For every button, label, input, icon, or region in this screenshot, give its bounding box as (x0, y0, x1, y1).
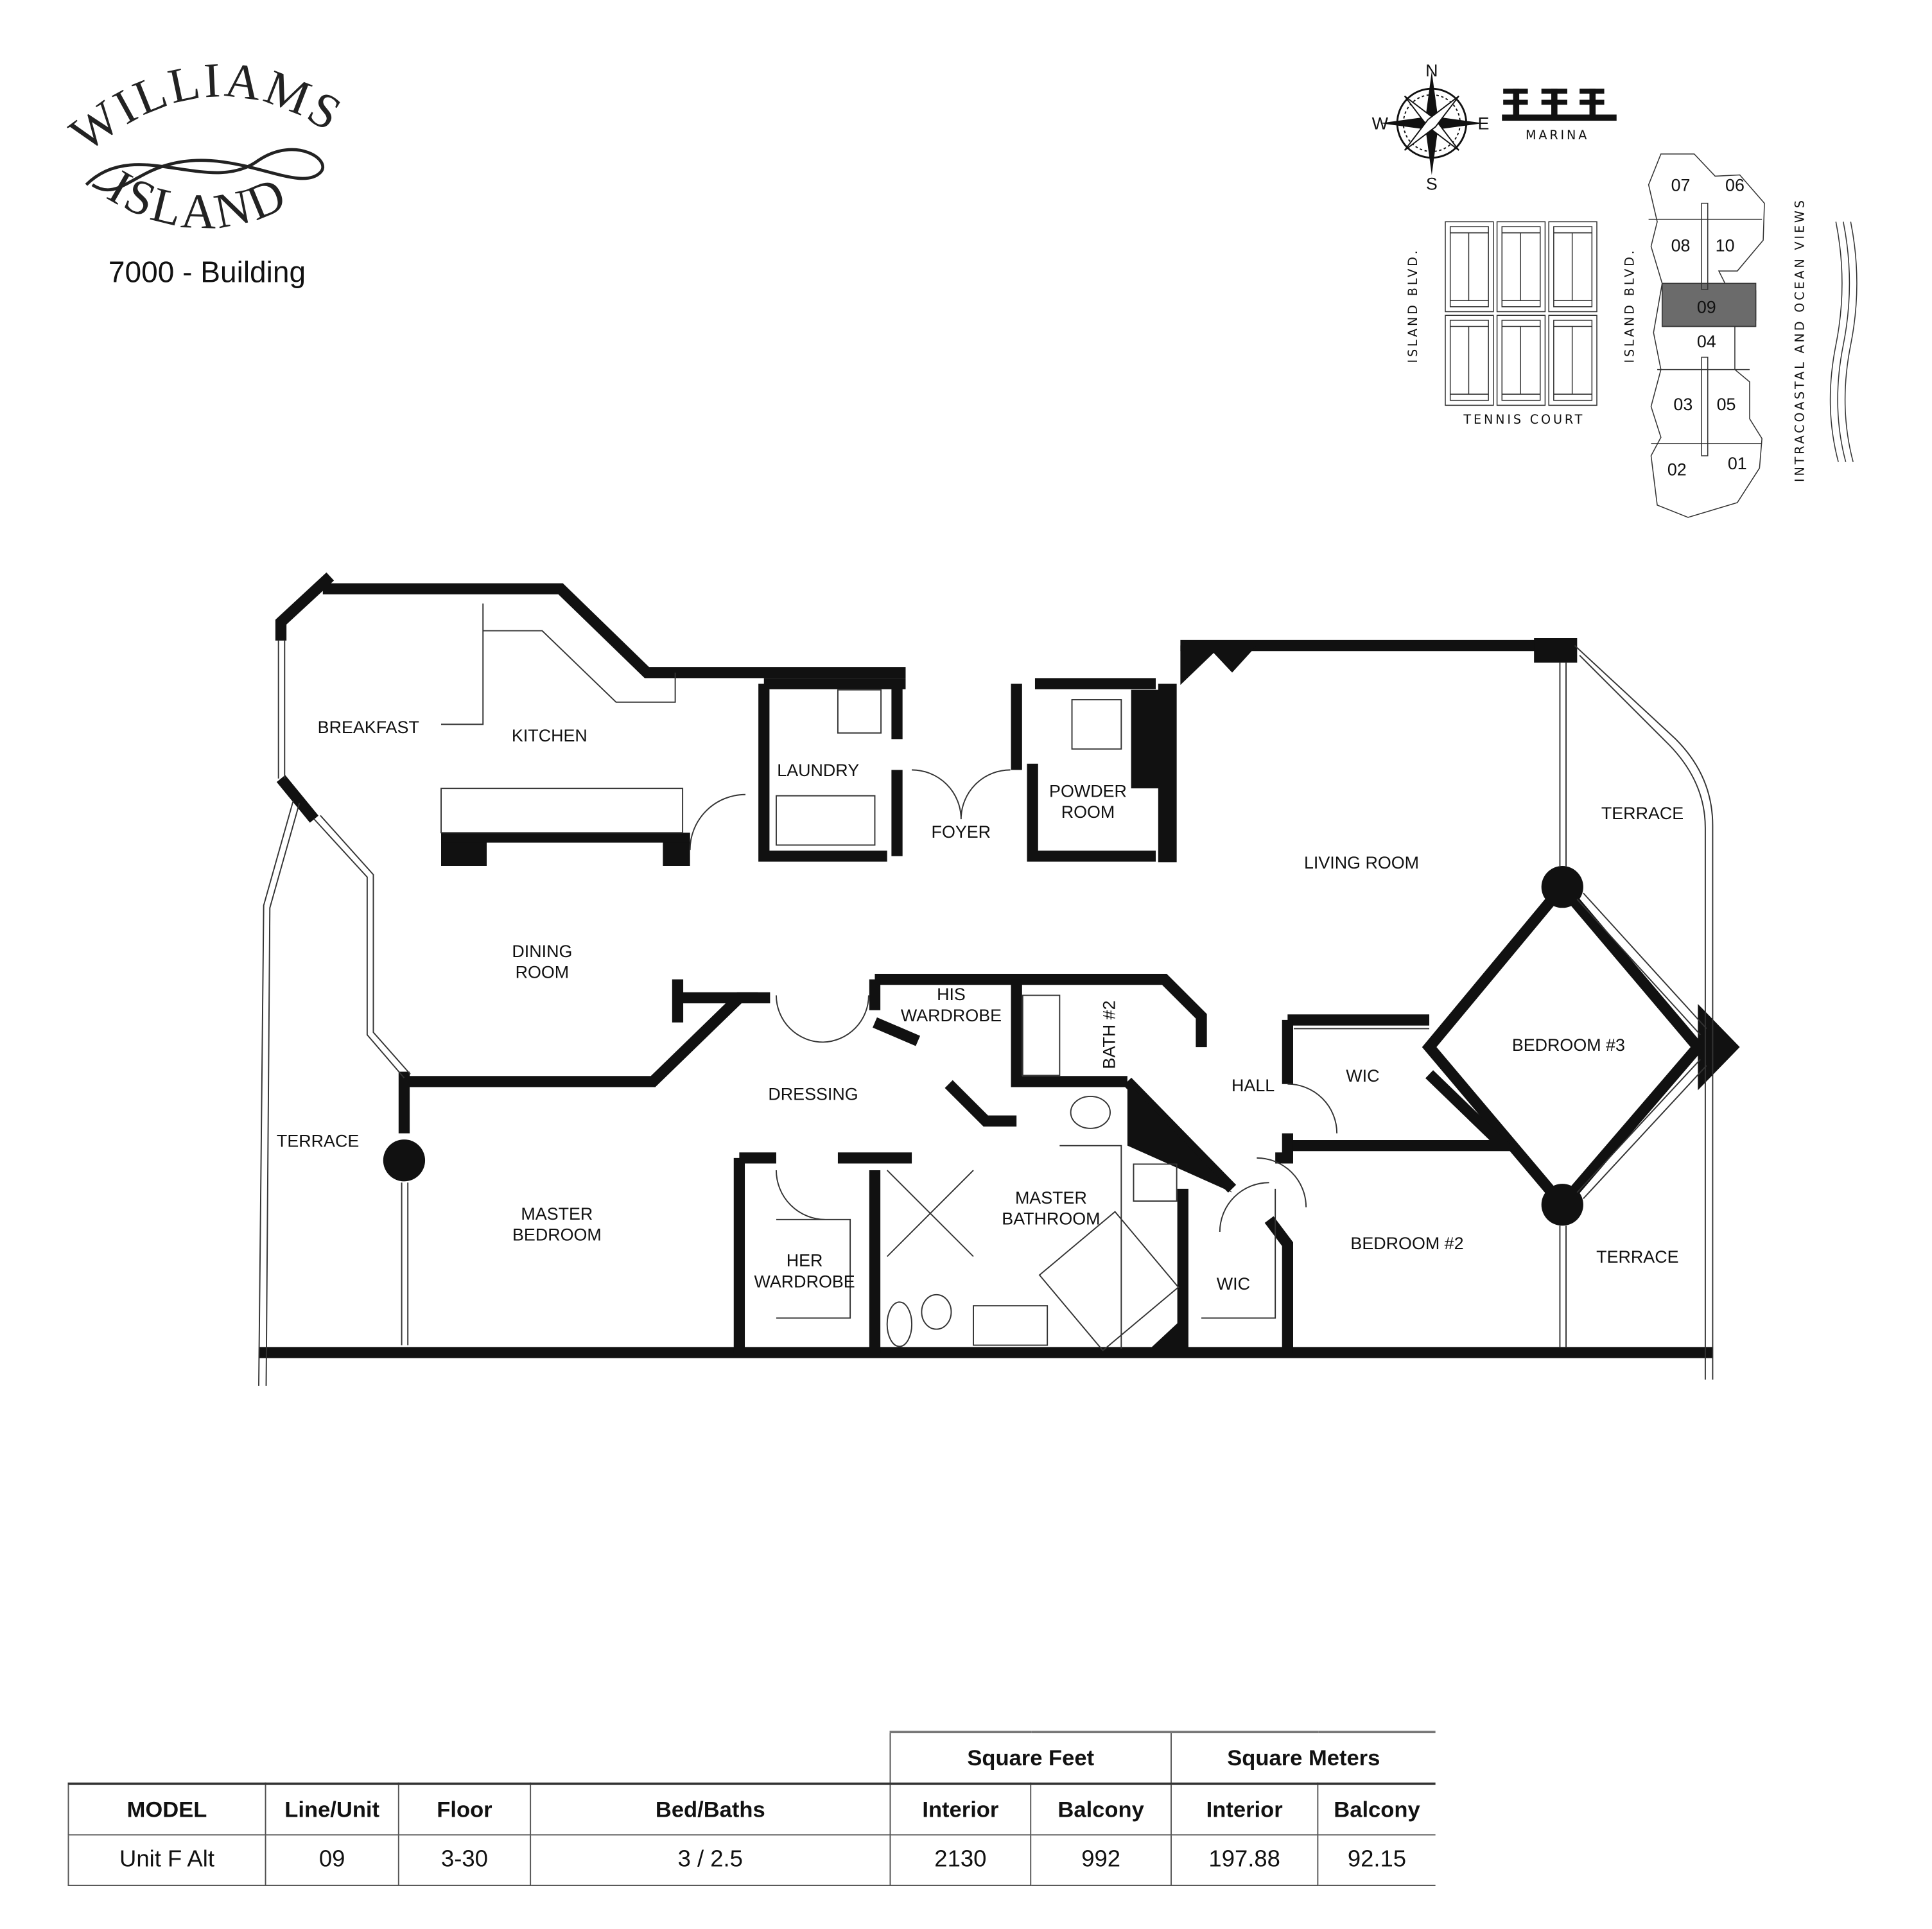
tennis-court (1548, 221, 1597, 313)
compass-south: S (1426, 175, 1438, 194)
column-header-balcony: Balcony (1030, 1783, 1172, 1836)
wall-north-kitchen (275, 572, 906, 679)
compass-north: N (1425, 61, 1438, 80)
compass-west: W (1372, 114, 1389, 133)
tennis-court (1496, 315, 1546, 406)
terrace-rail-west (258, 800, 300, 1386)
column-header-balcony: Balcony (1317, 1783, 1436, 1836)
group-header-square-meters: Square Meters (1171, 1731, 1436, 1785)
wall-dining-corner (276, 775, 319, 823)
williams-island-logo: WILLIAMS ISLAND (60, 52, 352, 239)
room-label-living-room: LIVING ROOM (1304, 853, 1419, 872)
tennis-court (1496, 221, 1546, 313)
room-label-terrace: TERRACE (1596, 1247, 1678, 1267)
cell-line-unit: 09 (265, 1834, 399, 1886)
unit-number-08: 08 (1671, 236, 1691, 255)
room-label-bedroom-3: BEDROOM #3 (1512, 1035, 1625, 1055)
room-label-hall: HALL (1231, 1076, 1275, 1095)
column-header-floor: Floor (397, 1783, 532, 1836)
water-waves (1829, 221, 1858, 462)
column-header-interior: Interior (1171, 1783, 1319, 1836)
room-label-terrace: TERRACE (277, 1132, 359, 1151)
marina-dock-icon (1502, 89, 1617, 121)
room-label-wic: WIC (1217, 1274, 1250, 1293)
views-label: INTRACOASTAL AND OCEAN VIEWS (1792, 198, 1807, 482)
group-header-square-feet: Square Feet (889, 1731, 1172, 1785)
column-header-line-unit: Line/Unit (265, 1783, 399, 1836)
column (1541, 866, 1583, 908)
unit-number-07: 07 (1671, 175, 1691, 195)
room-label-breakfast: BREAKFAST (318, 718, 419, 737)
unit-number-09: 09 (1697, 297, 1716, 316)
building-key-plan (1648, 153, 1765, 518)
tennis-court (1445, 221, 1494, 313)
wall-master-top (404, 992, 770, 1087)
unit-number-01: 01 (1728, 454, 1747, 473)
room-label-dressing: DRESSING (768, 1085, 858, 1104)
room-label-wic: WIC (1346, 1066, 1379, 1086)
room-label-kitchen: KITCHEN (512, 726, 587, 745)
svg-text:WILLIAMS: WILLIAMS (60, 52, 352, 162)
cell-balcony: 92.15 (1317, 1834, 1436, 1886)
room-label-laundry: LAUNDRY (777, 761, 859, 780)
unit-09-highlight (1661, 282, 1757, 327)
column-header-bed-baths: Bed/Baths (530, 1783, 891, 1836)
room-label-bedroom-2: BEDROOM #2 (1350, 1234, 1463, 1253)
marina-label: MARINA (1526, 128, 1589, 143)
building-name: 7000 - Building (108, 256, 306, 290)
column (383, 1139, 426, 1182)
room-label-bath-2: BATH #2 (1100, 1000, 1119, 1069)
cell-interior: 2130 (889, 1834, 1032, 1886)
unit-number-05: 05 (1717, 395, 1736, 414)
column-header-model: MODEL (67, 1783, 266, 1836)
column (1541, 1184, 1583, 1226)
compass-east: E (1478, 114, 1490, 133)
cell-balcony: 992 (1030, 1834, 1172, 1886)
tennis-court-label: TENNIS COURT (1463, 412, 1585, 427)
cell-interior: 197.88 (1171, 1834, 1319, 1886)
unit-number-10: 10 (1716, 236, 1735, 255)
logo-word-williams: WILLIAMS (60, 52, 350, 162)
tennis-court (1445, 315, 1494, 406)
terrace-rail-east (1574, 644, 1714, 1380)
tennis-court (1548, 315, 1597, 406)
unit-number-04: 04 (1697, 332, 1716, 351)
bedroom3-bay (1698, 1003, 1740, 1091)
tennis-courts (1445, 221, 1597, 406)
street-label-right: ISLAND BLVD. (1623, 248, 1637, 363)
cell-model: Unit F Alt (67, 1834, 266, 1886)
compass-rose-icon: N S W E (1372, 61, 1490, 194)
room-label-terrace: TERRACE (1601, 804, 1684, 823)
logo-swash (85, 148, 325, 192)
column-header-interior: Interior (889, 1783, 1032, 1836)
cell-floor: 3-30 (397, 1834, 532, 1886)
street-label-left: ISLAND BLVD. (1405, 248, 1420, 363)
room-label-foyer: FOYER (932, 822, 991, 842)
unit-number-02: 02 (1667, 460, 1687, 480)
unit-number-06: 06 (1725, 175, 1745, 195)
cell-bed-baths: 3 / 2.5 (530, 1834, 891, 1886)
unit-number-03: 03 (1673, 395, 1693, 414)
